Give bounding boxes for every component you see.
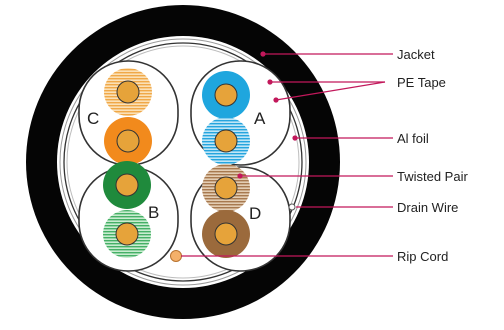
pair-a-striped-conductor [214, 129, 238, 153]
pair-letter-a: A [254, 109, 266, 128]
pair-d [202, 164, 250, 258]
rip-cord [170, 250, 182, 262]
pair-d-solid-conductor [214, 222, 238, 246]
callout-leaders [181, 51, 393, 257]
label-drain-wire: Drain Wire [397, 200, 458, 215]
pair-a [202, 71, 250, 165]
pair-c-striped-conductor [116, 80, 140, 104]
pe-tape-line [59, 38, 307, 286]
pair-b-striped-conductor [115, 222, 139, 246]
pair-c-solid-conductor [116, 129, 140, 153]
label-al-foil: Al foil [397, 131, 429, 146]
pair-b [103, 161, 151, 258]
pair-b-solid-conductor [115, 173, 139, 197]
pair-letter-b: B [148, 203, 159, 222]
pair-d-striped-conductor [214, 176, 238, 200]
al-foil [63, 42, 303, 282]
pair-c [104, 68, 152, 165]
pair-a-solid-conductor [214, 83, 238, 107]
leader-pe-tape-2 [275, 81, 386, 101]
pair-letter-c: C [87, 109, 99, 128]
label-rip-cord: Rip Cord [397, 249, 448, 264]
pair-letter-d: D [249, 204, 261, 223]
drain-wire [288, 203, 296, 211]
label-twisted-pair: Twisted Pair [397, 169, 468, 184]
label-jacket: Jacket [397, 47, 435, 62]
label-pe-tape: PE Tape [397, 75, 446, 90]
